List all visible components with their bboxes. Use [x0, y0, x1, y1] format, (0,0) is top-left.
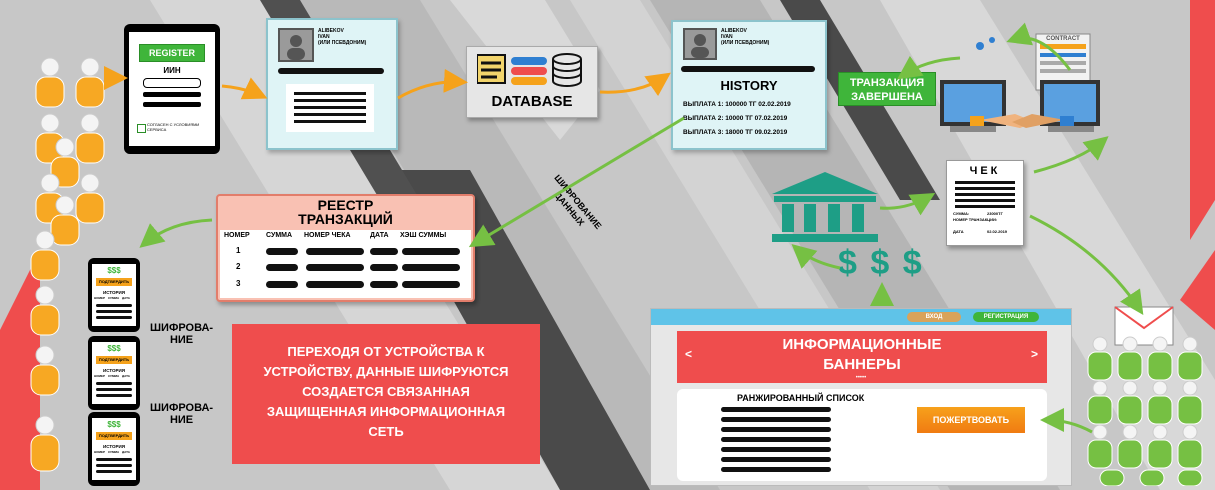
- ranked-list-panel: РАНЖИРОВАННЫЙ СПИСОК ПОЖЕРТВОВАТЬ: [677, 389, 1047, 481]
- donate-button[interactable]: ПОЖЕРТВОВАТЬ: [917, 407, 1025, 433]
- dollar-signs: $ $ $: [838, 244, 924, 282]
- mini-phone-3: $$$ ПОДТВЕРДИТЬ ИСТОРИЯ НОМЕР СУММА ДАТА: [88, 412, 140, 486]
- col-label: СУММА: [108, 450, 120, 454]
- history-bar: [681, 66, 815, 72]
- receipt-date-label: ДАТА: [953, 229, 964, 234]
- registry-table: НОМЕР СУММА НОМЕР ЧЕКА ДАТА ХЭШ СУММЫ 1 …: [220, 230, 471, 298]
- id-bar: [278, 68, 384, 74]
- receipt-number-label: НОМЕР ТРАНЗАКЦИИ:: [953, 217, 998, 222]
- network-note-text: ПЕРЕХОДЯ ОТ УСТРОЙСТВА К УСТРОЙСТВУ, ДАН…: [263, 344, 509, 439]
- consent-text: СОГЛАСЕН С УСЛОВИЯМИ СЕРВИСА: [147, 122, 200, 132]
- history-card: ALIBEKOV IVAN (ИЛИ ПСЕВДОНИМ) HISTORY ВЫ…: [671, 20, 827, 150]
- history-title: HISTORY: [720, 78, 778, 93]
- phone-encryption-label-2: ШИФРОВА- НИЕ: [150, 402, 214, 426]
- confirm-button[interactable]: ПОДТВЕРДИТЬ: [96, 432, 132, 440]
- contract-label: CONTRACT: [1046, 36, 1080, 42]
- ranked-list-title: РАНЖИРОВАННЫЙ СПИСОК: [737, 393, 865, 403]
- mini-phone-2: $$$ ПОДТВЕРДИТЬ ИСТОРИЯ НОМЕР СУММА ДАТА: [88, 336, 140, 410]
- banner-title: ИНФОРМАЦИОННЫЕ БАННЕРЫ: [782, 336, 942, 373]
- receipt-date-value: 02.02.2019: [987, 229, 1008, 234]
- phone-encryption-label-1: ШИФРОВА- НИЕ: [150, 322, 214, 346]
- transaction-registry: РЕЕСТР ТРАНЗАКЦИЙ НОМЕР СУММА НОМЕР ЧЕКА…: [216, 194, 475, 302]
- info-banner: ИНФОРМАЦИОННЫЕ БАННЕРЫ < >: [677, 331, 1047, 383]
- id-photo: [278, 28, 314, 62]
- receipt-title: ЧЕК: [969, 165, 1001, 177]
- input-line-2: [143, 102, 201, 107]
- input-line-1: [143, 92, 201, 97]
- registry-title: РЕЕСТР ТРАНЗАКЦИЙ: [298, 197, 393, 227]
- col-label: ДАТА: [122, 296, 130, 300]
- banner-dots[interactable]: •••••: [855, 375, 867, 381]
- register-button[interactable]: REGISTER: [139, 44, 205, 62]
- col-sum: СУММА: [266, 232, 293, 239]
- row-number: 3: [236, 279, 241, 288]
- people-right-icon: [1087, 336, 1203, 486]
- payment-row: ВЫПЛАТА 1: 100000 ТГ 02.02.2019: [683, 101, 791, 108]
- bank-icon: [772, 172, 878, 242]
- history-photo: [683, 28, 717, 60]
- payment-row: ВЫПЛАТА 2: 10000 ТГ 07.02.2019: [683, 115, 788, 122]
- receipt-sum-value: 23000ТГ: [987, 211, 1003, 216]
- user-avatar-icon: [287, 35, 305, 60]
- receipt-sum-label: СУММА:: [953, 211, 970, 216]
- phone-dollars: $$$: [107, 344, 121, 353]
- col-label: СУММА: [108, 296, 120, 300]
- mini-phone-1: $$$ ПОДТВЕРДИТЬ ИСТОРИЯ НОМЕР СУММА ДАТА: [88, 258, 140, 332]
- id-card: ALIBEKOV IVAN (ИЛИ ПСЕВДОНИМ): [266, 18, 398, 150]
- confirm-button[interactable]: ПОДТВЕРДИТЬ: [96, 278, 132, 286]
- phone-dollars: $$$: [107, 266, 121, 275]
- database-icon: [477, 53, 582, 87]
- col-receipt: НОМЕР ЧЕКА: [304, 232, 351, 239]
- register-link[interactable]: РЕГИСТРАЦИЯ: [973, 312, 1039, 322]
- transaction-complete-badge: ТРАНЗАКЦИЯ ЗАВЕРШЕНА: [838, 72, 936, 106]
- login-button[interactable]: ВХОД: [907, 312, 961, 322]
- website-mockup: ВХОД РЕГИСТРАЦИЯ ИНФОРМАЦИОННЫЕ БАННЕРЫ …: [650, 308, 1072, 486]
- handshake-contract-icon: [940, 33, 1100, 132]
- iin-input[interactable]: [143, 78, 201, 88]
- receipt: ЧЕК СУММА: 23000ТГ НОМЕР ТРАНЗАКЦИИ: ДАТ…: [946, 160, 1024, 246]
- history-label: ИСТОРИЯ: [103, 290, 125, 295]
- database-label: DATABASE: [491, 93, 573, 110]
- col-label: НОМЕР: [94, 374, 106, 378]
- contract-handshake: CONTRACT: [940, 28, 1105, 150]
- register-phone-screen: REGISTER ИИН СОГЛАСЕН С УСЛОВИЯМИ СЕРВИС…: [129, 32, 215, 146]
- register-phone: REGISTER ИИН СОГЛАСЕН С УСЛОВИЯМИ СЕРВИС…: [124, 24, 220, 154]
- database-box: DATABASE: [466, 46, 598, 118]
- col-label: НОМЕР: [94, 450, 106, 454]
- row-number: 2: [236, 262, 241, 271]
- history-label: ИСТОРИЯ: [103, 368, 125, 373]
- confirm-button[interactable]: ПОДТВЕРДИТЬ: [96, 356, 132, 364]
- phone-dollars: $$$: [107, 420, 121, 429]
- history-label: ИСТОРИЯ: [103, 444, 125, 449]
- id-text-block: [286, 84, 374, 132]
- col-label: ДАТА: [122, 374, 130, 378]
- banner-next-button[interactable]: >: [1031, 347, 1039, 361]
- history-name: ALIBEKOV IVAN (ИЛИ ПСЕВДОНИМ): [721, 28, 770, 46]
- col-hash: ХЭШ СУММЫ: [400, 232, 447, 239]
- col-label: ДАТА: [122, 450, 130, 454]
- row-number: 1: [236, 246, 241, 255]
- banner-prev-button[interactable]: <: [685, 347, 693, 361]
- col-label: СУММА: [108, 374, 120, 378]
- col-label: НОМЕР: [94, 296, 106, 300]
- website-header: ВХОД РЕГИСТРАЦИЯ: [651, 309, 1071, 325]
- col-number: НОМЕР: [224, 232, 250, 239]
- people-left-icon: [30, 57, 105, 472]
- iin-label: ИИН: [163, 66, 181, 75]
- history-payments: ВЫПЛАТА 1: 100000 ТГ 02.02.2019 ВЫПЛАТА …: [683, 98, 791, 140]
- user-avatar-icon: [691, 34, 709, 58]
- payment-row: ВЫПЛАТА 3: 18000 ТГ 09.02.2019: [683, 129, 788, 136]
- consent-checkbox[interactable]: [137, 124, 146, 133]
- col-date: ДАТА: [370, 232, 389, 239]
- id-name: ALIBEKOV IVAN (ИЛИ ПСЕВДОНИМ): [318, 28, 367, 46]
- encryption-network-note: ПЕРЕХОДЯ ОТ УСТРОЙСТВА К УСТРОЙСТВУ, ДАН…: [232, 324, 540, 464]
